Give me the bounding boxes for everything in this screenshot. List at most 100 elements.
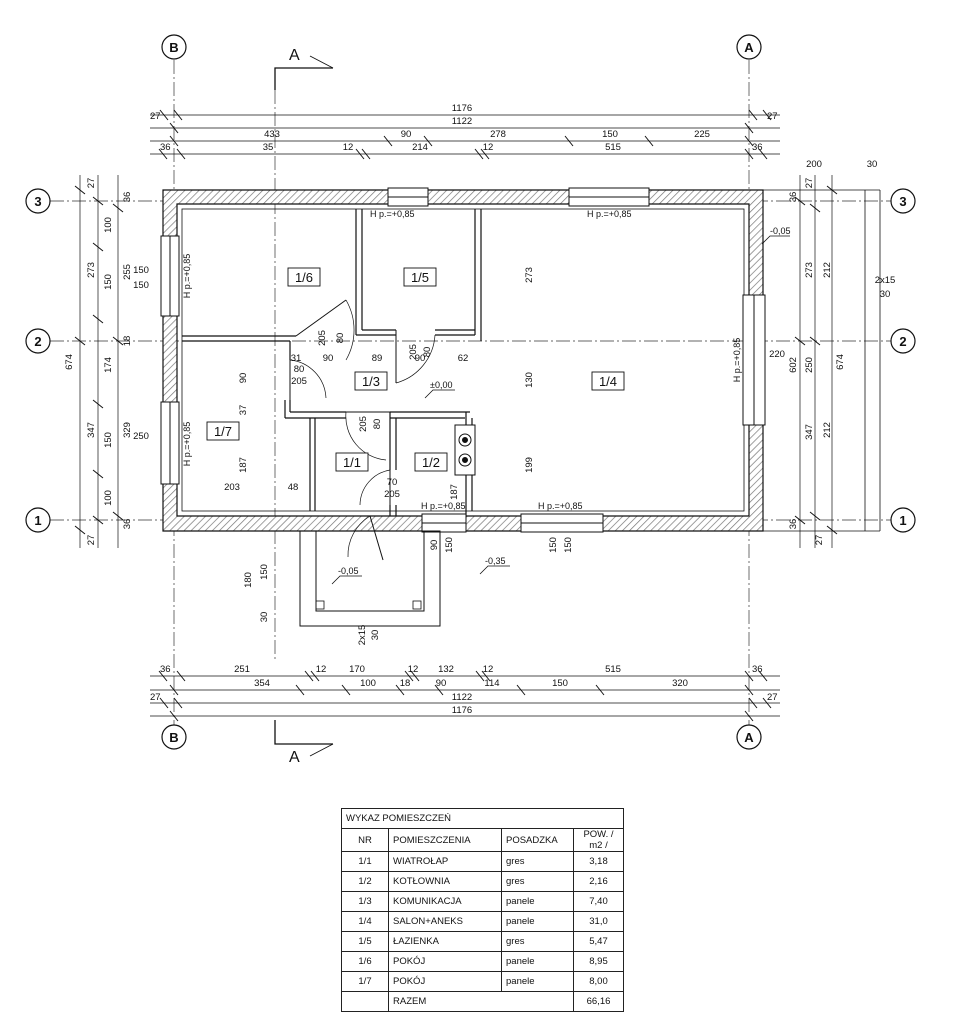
level-porch: -0,05: [338, 566, 359, 576]
dim-int-48: 48: [288, 482, 299, 493]
dim-right-edge-27-bottom: 27: [814, 535, 825, 546]
room-label-1-5: 1/5: [403, 267, 437, 287]
dim-right-edge-36-bottom: 36: [788, 519, 799, 530]
doors: [289, 299, 436, 561]
cell-name: ŁAZIENKA: [388, 931, 502, 952]
dim-win-left-150c: 250: [133, 431, 149, 442]
axis-bubble-1-right: 1: [890, 507, 916, 533]
dim-top-chain2-1: 35: [263, 142, 274, 153]
dim-left-chain1-1: 347: [86, 422, 97, 438]
dim-top-chain2-6: 36: [752, 142, 763, 153]
dim-int-205: 205: [291, 376, 307, 387]
axis-bubble-a-bottom: A: [736, 724, 762, 750]
dim-int-70: 70: [387, 477, 398, 488]
dim-bottom-chain1-2: 12: [316, 664, 327, 675]
dim-right-inner: 602: [788, 357, 799, 373]
dim-right-edge-36-top: 36: [788, 192, 799, 203]
dim-bottom-edge-right: 27: [767, 692, 778, 703]
sill-label-room16: H p.=+0,85: [182, 254, 192, 299]
dim-win-bottom-150b: 150: [563, 537, 574, 553]
cell-name: SALON+ANEKS: [388, 911, 502, 932]
level-outside: -0,35: [485, 556, 506, 566]
section-label-top: A: [289, 47, 300, 64]
axis-bubble-3-left: 3: [25, 188, 51, 214]
dim-bottom-chain1-6: 12: [483, 664, 494, 675]
dim-bottom-chain2-0: 354: [254, 678, 270, 689]
sill-label-boiler: H p.=+0,85: [421, 501, 466, 511]
svg-text:1/7: 1/7: [214, 424, 232, 439]
room-label-1-2: 1/2: [414, 452, 448, 472]
cell-name: POKÓJ: [388, 971, 502, 992]
windows: [160, 187, 766, 533]
dim-win-90: 90: [429, 540, 440, 551]
dim-left-chain3-1: 329: [122, 422, 133, 438]
dim-bottom-chain2-6: 320: [672, 678, 688, 689]
cell-floor: panele: [501, 951, 574, 972]
dim-int-203: 203: [224, 482, 240, 493]
level-terrace: -0,05: [770, 226, 791, 236]
dim-left-edge-bottom: 27: [86, 535, 97, 546]
dim-door-205a: 205: [317, 330, 328, 346]
cell-floor: panele: [501, 971, 574, 992]
table-row: 1/6 POKÓJ panele 8,95: [341, 951, 624, 972]
cell-name: KOMUNIKACJA: [388, 891, 502, 912]
dim-bottom-chain1-5: 132: [438, 664, 454, 675]
dim-bottom-chain1-4: 12: [408, 664, 419, 675]
axis-bubble-b-top: B: [161, 34, 187, 60]
axis-bubble-2-right: 2: [890, 328, 916, 354]
cell-nr: 1/7: [341, 971, 389, 992]
svg-text:2: 2: [899, 334, 906, 349]
dim-win-bottom-150a: 150: [548, 537, 559, 553]
dim-right-chain1-0: 273: [804, 262, 815, 278]
dim-left-edge-36-top: 36: [122, 192, 133, 203]
cell-area: 8,00: [573, 971, 624, 992]
dim-right-chain1-1: 250: [804, 357, 815, 373]
dim-int-80: 80: [294, 364, 305, 375]
dim-bottom-chain2-5: 150: [552, 678, 568, 689]
dim-win-150: 150: [444, 537, 455, 553]
axis-bubble-a-top: A: [736, 34, 762, 60]
dim-bottom-inner: 1122: [452, 692, 472, 703]
dim-int-130: 130: [524, 372, 535, 388]
dim-bottom-edge-left: 27: [150, 692, 161, 703]
table-row: 1/2 KOTŁOWNIA gres 2,16: [341, 871, 624, 892]
svg-text:1: 1: [899, 513, 906, 528]
dim-win-left-150b: 150: [133, 280, 149, 291]
cell-name: KOTŁOWNIA: [388, 871, 502, 892]
dim-bottom-chain1-0: 36: [160, 664, 171, 675]
dim-bottom-chain2-1: 100: [360, 678, 376, 689]
dim-int-187: 187: [238, 457, 249, 473]
terrace-stair-tread: 30: [880, 289, 891, 300]
svg-text:1/2: 1/2: [422, 455, 440, 470]
dim-left-edge-36-bottom: 36: [122, 519, 133, 530]
terrace-stair: [763, 189, 881, 532]
cell-empty: [341, 991, 389, 1012]
dim-bottom-chain1-1: 251: [234, 664, 250, 675]
dim-left-chain2-3: 150: [103, 432, 114, 448]
dim-int-37: 37: [238, 405, 249, 416]
cell-nr: 1/1: [341, 851, 389, 872]
dim-terrace-30: 30: [867, 159, 878, 170]
cell-nr: 1/5: [341, 931, 389, 952]
dim-right-chain1-2: 347: [804, 424, 815, 440]
table-total-row: RAZEM 66,16: [341, 991, 624, 1012]
svg-text:2: 2: [34, 334, 41, 349]
dim-top-edge-left: 27: [150, 111, 161, 122]
dim-left-chain1-0: 273: [86, 262, 97, 278]
dim-left-chain2-1: 150: [103, 274, 114, 290]
dim-left-overall: 674: [64, 354, 75, 370]
table-row: 1/5 ŁAZIENKA gres 5,47: [341, 931, 624, 952]
svg-text:A: A: [744, 730, 754, 745]
terrace-stair-count: 2x15: [875, 275, 896, 286]
svg-text:A: A: [744, 40, 754, 55]
interior-walls: [182, 209, 482, 516]
section-mark-bottom: [274, 720, 334, 757]
dim-top-edge-right: 27: [767, 111, 778, 122]
table-row: 1/4 SALON+ANEKS panele 31,0: [341, 911, 624, 932]
room-label-1-1: 1/1: [335, 452, 369, 472]
svg-text:3: 3: [34, 194, 41, 209]
dim-int-31: 31: [291, 353, 302, 364]
dim-porch-30: 30: [259, 612, 270, 623]
boiler-icon: [454, 424, 476, 476]
dim-int-187b: 187: [449, 484, 460, 500]
